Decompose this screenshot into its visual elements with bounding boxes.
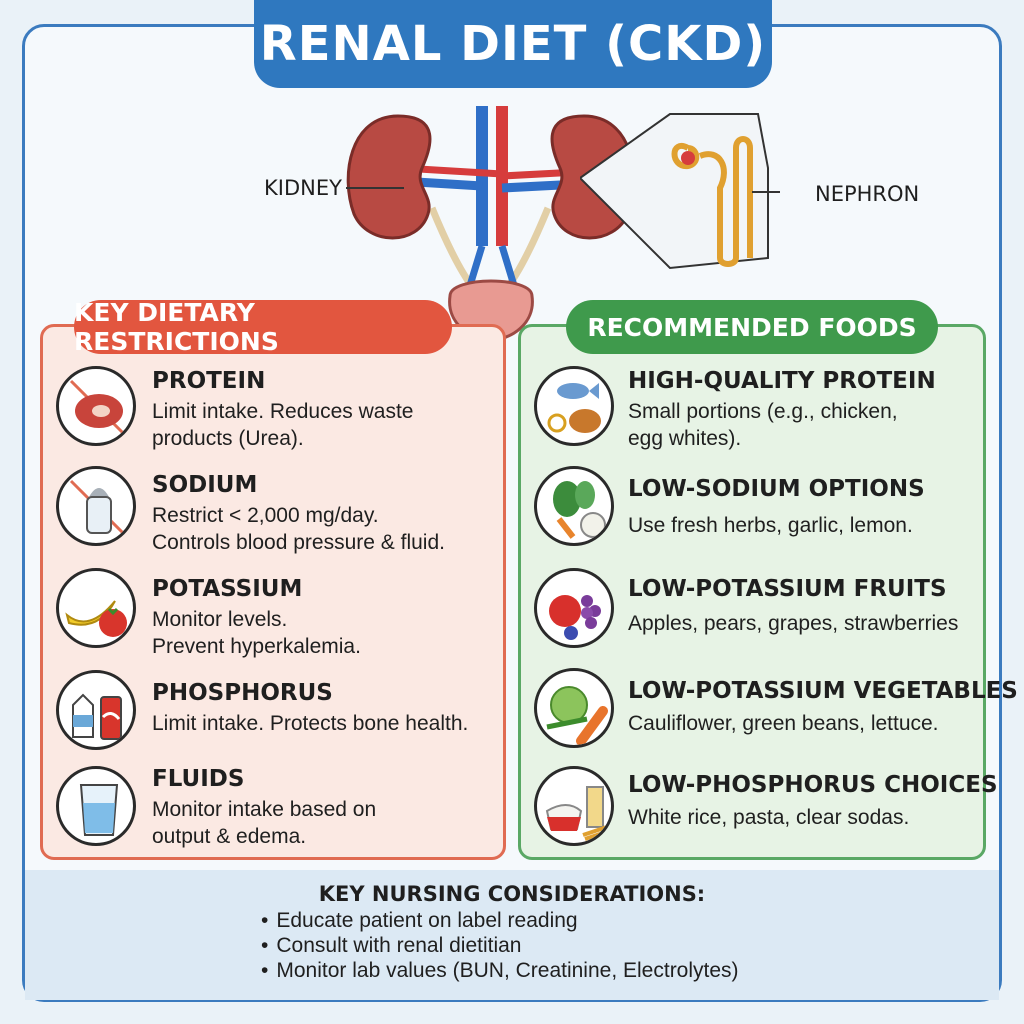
fruits-icon xyxy=(534,568,614,648)
kidney-label: KIDNEY xyxy=(264,176,342,200)
footer-item: Consult with renal dietitian xyxy=(261,933,739,958)
steak-icon xyxy=(56,366,136,446)
footer-item: Educate patient on label reading xyxy=(261,908,739,933)
recommended-title: LOW-POTASSIUM VEGETABLES xyxy=(628,678,1018,704)
recommended-desc: Use fresh herbs, garlic, lemon. xyxy=(628,514,913,537)
restriction-desc: Restrict < 2,000 mg/day.Controls blood p… xyxy=(152,504,445,554)
page-title: RENAL DIET (CKD) xyxy=(254,0,772,88)
recommended-title: LOW-POTASSIUM FRUITS xyxy=(628,576,947,602)
restriction-title: PHOSPHORUS xyxy=(152,680,333,706)
recommended-desc: Apples, pears, grapes, strawberries xyxy=(628,612,959,635)
banana-tomato-icon xyxy=(56,568,136,648)
restriction-title: POTASSIUM xyxy=(152,576,303,602)
restriction-title: PROTEIN xyxy=(152,368,266,394)
salt-shaker-icon xyxy=(56,466,136,546)
recommended-header: RECOMMENDED FOODS xyxy=(566,300,938,354)
recommended-desc: White rice, pasta, clear sodas. xyxy=(628,806,910,829)
recommended-desc: Small portions (e.g., chicken,egg whites… xyxy=(628,400,898,450)
water-glass-icon xyxy=(56,766,136,846)
footer-title: KEY NURSING CONSIDERATIONS: xyxy=(318,882,706,906)
recommended-title: LOW-SODIUM OPTIONS xyxy=(628,476,925,502)
nephron-illustration xyxy=(580,113,780,270)
restriction-title: SODIUM xyxy=(152,472,258,498)
rice-pasta-soda-icon xyxy=(534,766,614,846)
restriction-desc: Monitor levels.Prevent hyperkalemia. xyxy=(152,608,361,658)
footer-list: Educate patient on label reading Consult… xyxy=(261,908,739,983)
recommended-title: HIGH-QUALITY PROTEIN xyxy=(628,368,936,394)
fish-chicken-icon xyxy=(534,366,614,446)
vegetables-icon xyxy=(534,668,614,748)
restriction-desc: Limit intake. Protects bone health. xyxy=(152,712,469,735)
milk-soda-icon xyxy=(56,670,136,750)
herbs-garlic-icon xyxy=(534,466,614,546)
nephron-label: NEPHRON xyxy=(815,182,920,206)
restriction-title: FLUIDS xyxy=(152,766,245,792)
recommended-title: LOW-PHOSPHORUS CHOICES xyxy=(628,772,998,798)
restrictions-header: KEY DIETARY RESTRICTIONS xyxy=(74,298,452,356)
recommended-desc: Cauliflower, green beans, lettuce. xyxy=(628,712,939,735)
nursing-considerations-section: KEY NURSING CONSIDERATIONS: Educate pati… xyxy=(25,870,999,1000)
kidney-pointer-line xyxy=(346,187,404,189)
footer-item: Monitor lab values (BUN, Creatinine, Ele… xyxy=(261,958,738,983)
